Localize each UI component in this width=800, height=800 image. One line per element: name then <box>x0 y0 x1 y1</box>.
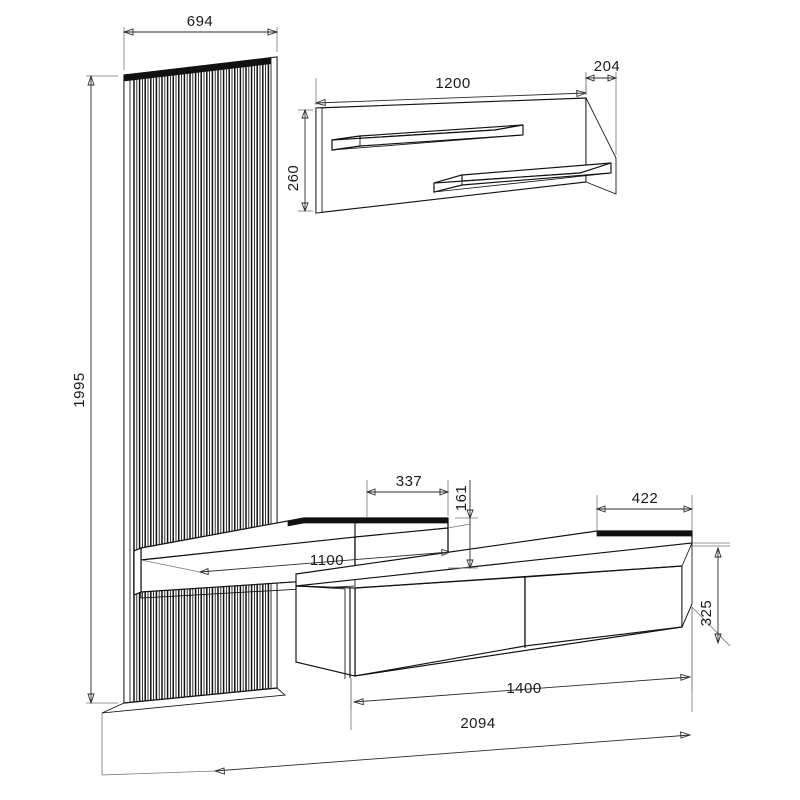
dimension-1100: 1100 <box>198 548 452 576</box>
tv-unit-bottom-left <box>295 661 356 677</box>
tv-unit-top <box>295 530 693 587</box>
upper-console <box>133 517 449 599</box>
projection-lines <box>140 523 730 573</box>
dimension-1400-label: 1400 <box>506 680 541 697</box>
dimension-1200-label: 1200 <box>435 75 470 92</box>
slatted-panel-slat-grooves <box>136 61 267 702</box>
dimension-337-label: 337 <box>396 473 423 490</box>
dimension-260: 260 <box>285 108 313 213</box>
dimension-422-label: 422 <box>632 490 659 507</box>
dimension-260-label: 260 <box>285 165 302 192</box>
dimension-694-label: 694 <box>187 13 214 30</box>
upper-console-inner-top <box>354 517 449 522</box>
dimension-325-label: 325 <box>698 600 715 627</box>
upper-console-bottom-left <box>133 591 142 596</box>
dimension-1995-label: 1995 <box>71 372 88 407</box>
tv-unit <box>295 530 693 679</box>
wall-shelf-unit <box>315 97 617 214</box>
dimension-204: 204 <box>584 58 621 155</box>
dimension-1100-label: 1100 <box>310 552 344 569</box>
slatted-panel-bottom-edge <box>123 687 278 704</box>
dimension-337: 337 <box>365 473 450 518</box>
upper-console-base-plate <box>140 578 356 599</box>
tv-unit-top-seam <box>295 585 346 590</box>
slatted-panel-right-edge <box>270 56 278 690</box>
dimension-1995: 1995 <box>71 74 118 705</box>
dimension-694: 694 <box>122 13 279 70</box>
dimension-1200: 1200 <box>314 75 588 107</box>
upper-console-top-edge-dark-2 <box>287 517 305 527</box>
tv-unit-top-edge-dark <box>596 530 693 537</box>
dimension-422: 422 <box>595 490 694 531</box>
upper-console-left-block <box>133 547 142 596</box>
dimension-325: 325 <box>691 545 731 647</box>
slatted-panel-base-plane <box>101 687 287 714</box>
slatted-panel-left-edge <box>123 73 131 704</box>
tv-unit-bottom-front <box>354 626 683 677</box>
wall-shelf-left-edge <box>315 107 323 214</box>
tv-unit-left-side <box>295 585 356 677</box>
dimension-2094-label: 2094 <box>460 715 495 732</box>
tv-unit-bottom-right <box>681 603 693 628</box>
slatted-panel <box>101 56 287 714</box>
wall-shelf-upper-bottom-line <box>331 134 524 151</box>
dimension-161-label: 161 <box>453 485 470 512</box>
dimension-204-label: 204 <box>594 58 621 75</box>
dimension-2094: 2094 <box>101 607 693 776</box>
wall-shelf-lower-bottom-line <box>433 172 612 193</box>
